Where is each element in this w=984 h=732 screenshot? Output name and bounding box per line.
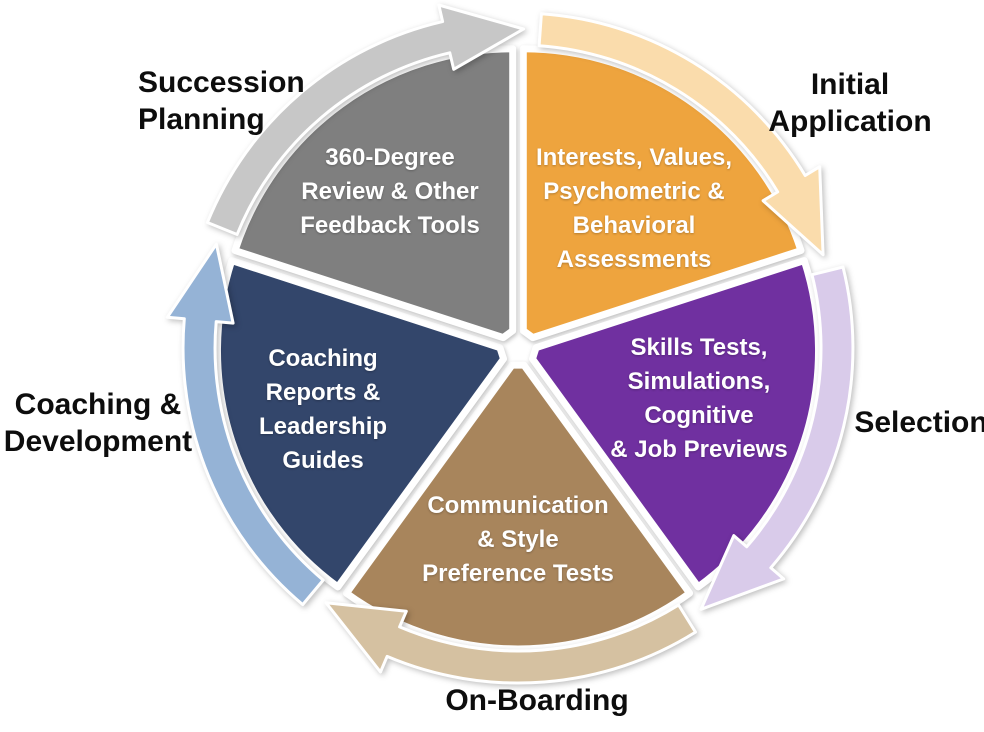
wedge-text-coaching-development: Coaching Reports & Leadership Guides xyxy=(258,345,388,474)
selection-flow-arrow xyxy=(699,265,855,611)
initial-application-flow-arrow xyxy=(537,12,825,257)
succession-planning-flow-arrow xyxy=(205,3,526,236)
coaching-development-flow-arrow xyxy=(165,242,325,607)
wedge-text-initial-application: Interests, Values, Psychometric & Behavi… xyxy=(535,144,733,273)
stage-label-initial-application: Initial Application xyxy=(768,68,932,138)
wedge-text-selection: Skills Tests, Simulations, Cognitive & J… xyxy=(610,334,788,463)
wedge-text-succession-planning: 360-Degree Review & Other Feedback Tools xyxy=(300,144,480,239)
stage-label-on-boarding: On-Boarding xyxy=(445,684,629,717)
wedge-text-on-boarding: Communication & Style Preference Tests xyxy=(422,492,614,587)
on-boarding-flow-arrow xyxy=(324,601,697,685)
stage-label-coaching-development: Coaching & Development xyxy=(3,388,193,458)
stage-label-succession-planning: Succession Planning xyxy=(138,66,305,136)
stage-label-selection: Selection xyxy=(854,406,984,439)
